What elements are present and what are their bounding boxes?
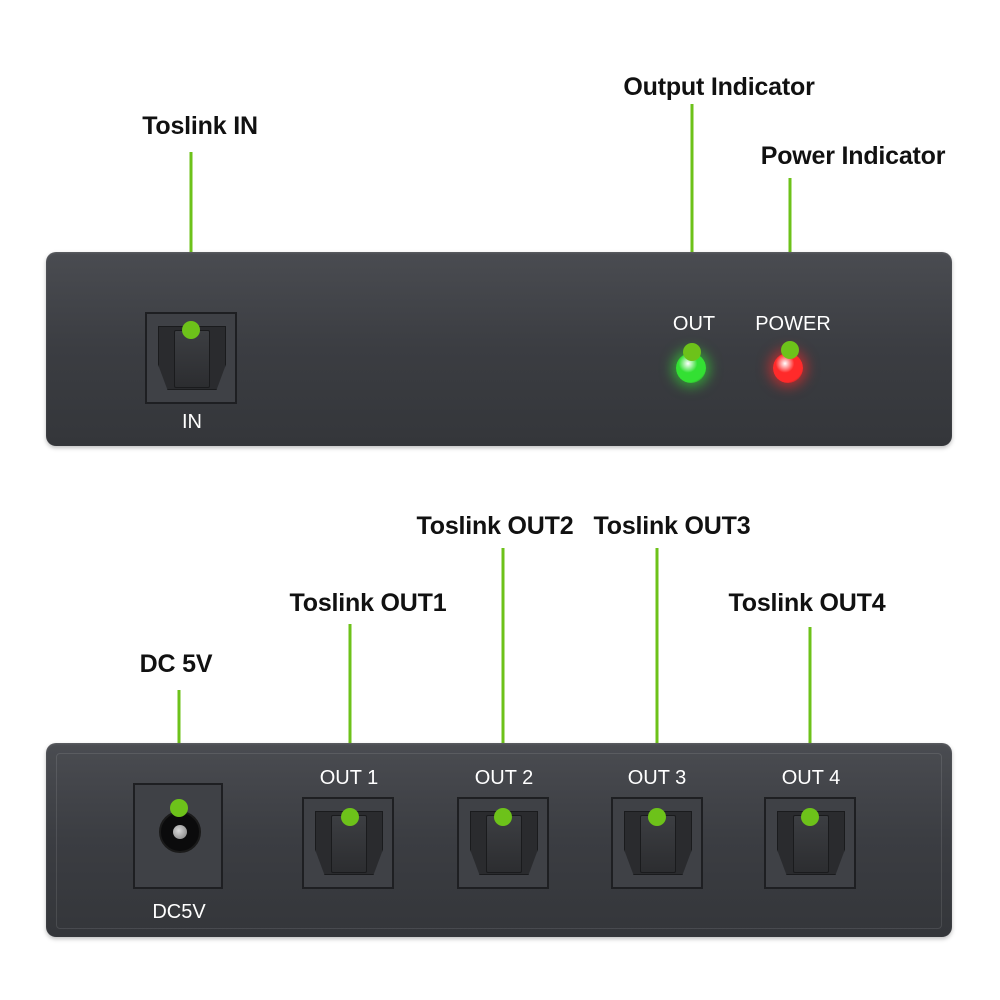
out3-label: OUT 3 [627,767,687,789]
leader-output-indicator [690,104,694,352]
out4-label: OUT 4 [781,767,841,789]
callout-toslink-out3: Toslink OUT3 [593,512,751,540]
marker-toslink-out4 [801,808,819,826]
callout-output-indicator: Output Indicator [623,73,815,101]
front-panel: IN OUT POWER [46,252,952,446]
in-label: IN [182,411,202,433]
leader-toslink-in [189,152,193,330]
marker-toslink-out1 [341,808,359,826]
marker-toslink-out2 [494,808,512,826]
callout-toslink-out1: Toslink OUT1 [289,589,447,617]
leader-toslink-out1 [348,624,352,817]
port-dust-door [174,330,210,388]
callout-power-indicator: Power Indicator [760,142,946,170]
rear-panel: DC5V OUT 1 OUT 2 OUT 3 OUT 4 [46,743,952,937]
dc-5v-jack[interactable] [159,811,201,853]
out1-label: OUT 1 [319,767,379,789]
out2-label: OUT 2 [474,767,534,789]
leader-toslink-out3 [655,548,659,817]
callout-dc-5v: DC 5V [139,650,213,678]
marker-dc-5v [170,799,188,817]
leader-toslink-out4 [808,627,812,817]
dc-pin [173,825,187,839]
power-led-label: POWER [755,313,831,335]
out-led-label: OUT [672,313,716,335]
toslink-in-port[interactable] [145,312,237,404]
marker-output-indicator [683,343,701,361]
callout-toslink-in: Toslink IN [142,112,258,140]
callout-toslink-out4: Toslink OUT4 [728,589,886,617]
marker-power-indicator [781,341,799,359]
marker-toslink-in [182,321,200,339]
rear-panel-frame [56,753,942,929]
leader-toslink-out2 [501,548,505,817]
dc-5v-label: DC5V [152,901,206,923]
marker-toslink-out3 [648,808,666,826]
callout-toslink-out2: Toslink OUT2 [416,512,574,540]
